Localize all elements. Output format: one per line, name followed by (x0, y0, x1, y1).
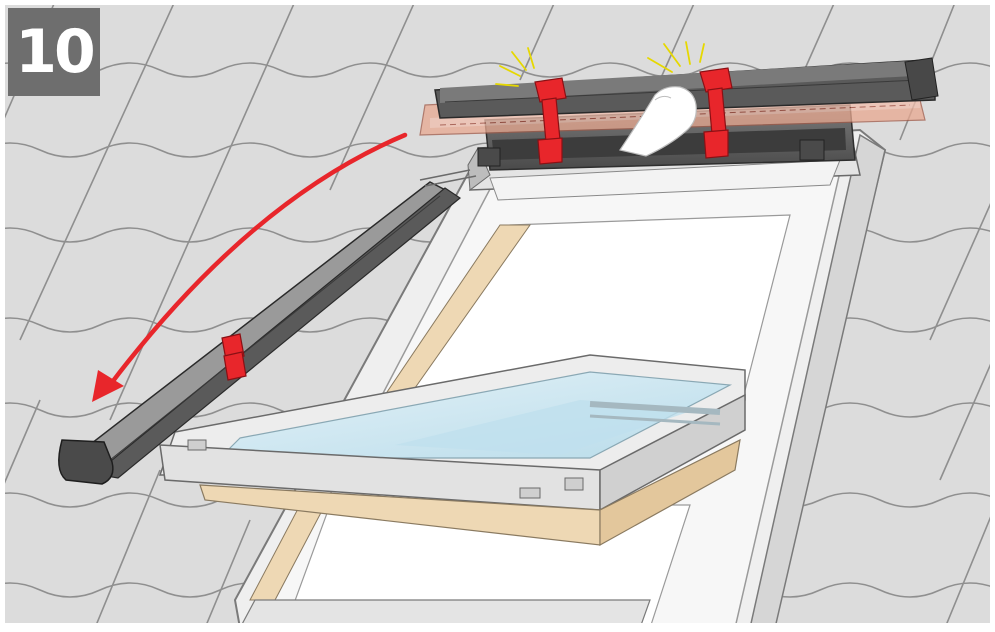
step-number-badge: 10 (8, 8, 100, 96)
window-sash (158, 354, 746, 547)
curved-arrow-icon (92, 132, 408, 402)
detached-side-cover (58, 169, 477, 485)
hand-icon (619, 86, 697, 157)
click-burst-icon (495, 41, 705, 87)
clip-icon (221, 333, 247, 381)
top-clip-left (534, 77, 567, 165)
glass-pane (395, 400, 700, 455)
top-clip-right (699, 67, 733, 159)
